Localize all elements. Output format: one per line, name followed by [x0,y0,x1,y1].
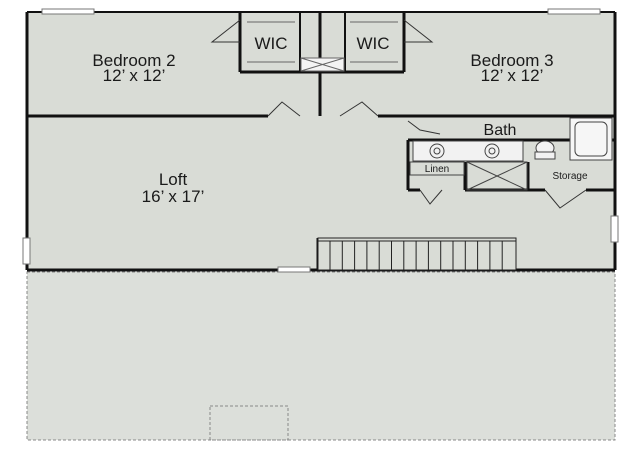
closet-shelving [247,21,398,72]
room-name-wic-right: WIC [356,34,389,53]
room-size-bedroom-3: 12’ x 12’ [481,66,544,85]
stair-treads [329,241,503,270]
room-size-bedroom-2: 12’ x 12’ [103,66,166,85]
attic-access-hatch [209,405,289,441]
linen-closet [409,161,465,176]
room-name-loft: Loft [159,170,188,189]
open-below-area [26,271,616,441]
sink-left-icon [429,143,445,159]
door-swings [210,19,587,209]
room-name-bedroom-3: Bedroom 3 [470,51,553,70]
shower-icon [466,161,528,191]
sink-right-icon [484,143,500,159]
windows [22,8,619,273]
room-name-linen: Linen [425,164,449,175]
bathtub-icon [569,117,613,161]
bath-fixtures [409,117,613,191]
room-name-storage: Storage [552,171,587,182]
room-name-bath: Bath [484,122,517,139]
room-size-loft: 16’ x 17’ [142,187,205,206]
room-name-bedroom-2: Bedroom 2 [92,51,175,70]
staircase [317,237,517,271]
room-name-wic-left: WIC [254,34,287,53]
